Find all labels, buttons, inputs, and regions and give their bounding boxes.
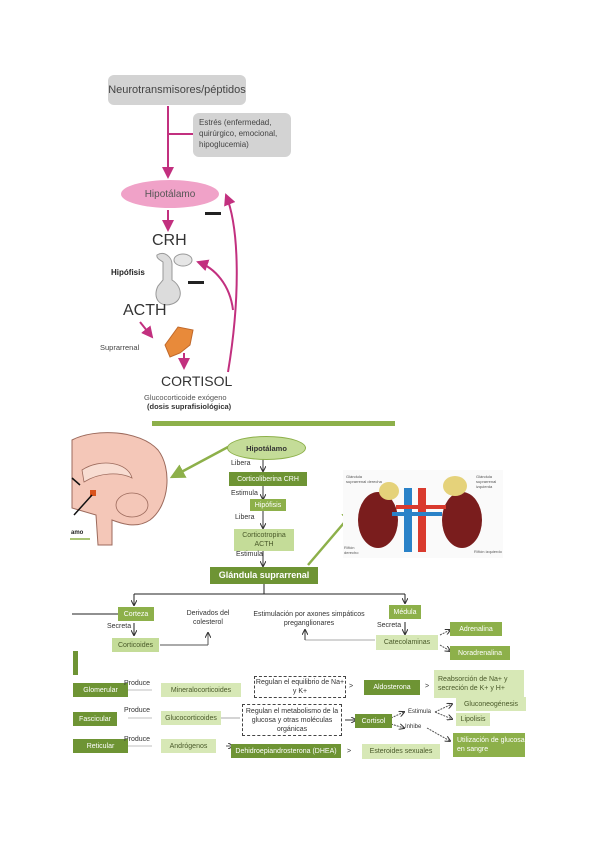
zone-glomerular: Glomerular	[73, 683, 128, 697]
neurotransmitters-box: Neurotransmisores/péptidos	[108, 75, 246, 105]
feedback-arrow-pituitary	[196, 259, 234, 311]
feedback-arrow-hypothalamus	[224, 193, 238, 373]
pituitary-illustration	[155, 252, 193, 306]
cortex-box: Corteza	[118, 607, 154, 621]
crh-label: CRH	[152, 232, 187, 249]
flow-acth-box: Corticotropina ACTH	[234, 529, 294, 551]
brain-label: amo	[71, 530, 84, 536]
inhibit-mark-pituitary	[188, 281, 204, 284]
aldosterone-box: Aldosterona	[364, 680, 420, 695]
flow-estimula-2: Estimula	[236, 551, 263, 558]
catecholamines-box: Catecolaminas	[376, 635, 438, 650]
lipolysis-box: Lipolisis	[456, 713, 490, 726]
supraphysiologic-dose-label: (dosis suprafisiológica)	[147, 402, 232, 411]
estimula-label: Estimula	[408, 709, 432, 715]
adrenal-label: Suprarrenal	[100, 343, 140, 352]
secreta-label-cortex: Secreta	[107, 623, 132, 630]
inhibe-label: Inhibe	[405, 724, 422, 730]
left-adrenal-label: Glándula suprarrenal izquierda	[476, 474, 497, 489]
adrenal-gland-box: Glándula suprarrenal	[210, 567, 318, 584]
glucose-utilization-box: Utilización de glucosa en sangre	[453, 733, 525, 757]
arrow-hypothalamus-to-brain	[169, 445, 229, 479]
divider-bar	[152, 421, 395, 426]
right-kidney-label: Riñón derecho	[344, 545, 359, 555]
flow-estimula-1: Estimula	[231, 490, 258, 497]
hypothalamus-ellipse: Hipotálamo	[121, 180, 219, 208]
inhibit-mark-hypothalamus	[205, 212, 221, 215]
aldosterone-effect-box: Reabsorción de Na+ y secreción de K+ y H…	[434, 670, 524, 698]
noradrenaline-box: Noradrenalina	[450, 646, 510, 660]
cortisol-box: Cortisol	[355, 714, 392, 728]
zone-fascicular: Fascicular	[73, 712, 117, 726]
produce-label-reticular: Produce	[124, 736, 151, 743]
adrenaline-box: Adrenalina	[450, 622, 502, 636]
adrenal-illustration	[164, 326, 194, 358]
kidney-illustration	[343, 470, 503, 558]
sodium-potassium-function-box: Regulan el equilibrio de Na+ y K+	[254, 676, 346, 698]
dhea-box: Dehidroepiandrosterona (DHEA)	[231, 744, 341, 758]
medulla-box: Médula	[389, 605, 421, 619]
glucocorticoids-box: Glucocorticoides	[161, 711, 221, 725]
acth-label: ACTH	[123, 302, 167, 319]
arrow-to-aldo-effect: >	[425, 683, 430, 690]
glucose-metabolism-function-box: Regulan el metabolismo de la glucosa y o…	[242, 704, 342, 736]
arrow-to-sex-steroids: >	[347, 748, 352, 755]
cortisol-label: CORTISOL	[161, 373, 233, 389]
right-adrenal-label: Glándula suprarrenal derecha	[346, 474, 382, 484]
gluconeogenesis-box: Gluconeogénesis	[456, 697, 526, 711]
arrow-to-aldosterone: >	[349, 683, 354, 690]
brain-illustration	[70, 432, 168, 546]
flow-libera-1: Libera	[231, 460, 251, 467]
androgens-box: Andrógenos	[161, 739, 216, 753]
flow-libera-2: Libera	[235, 514, 255, 521]
secreta-label-medulla: Secreta	[377, 622, 402, 629]
pituitary-label: Hipófisis	[111, 268, 145, 277]
flow-hypothalamus: Hipotálamo	[227, 436, 306, 460]
sympathetic-stimulation-label: Estimulación por axones simpáticos prega…	[253, 611, 365, 627]
exogenous-glucocorticoid-label: Glucocorticoide exógeno	[144, 393, 227, 402]
produce-label-glomerular: Produce	[124, 680, 151, 687]
flow-pituitary-box: Hipófisis	[250, 499, 286, 511]
produce-label-fascicular: Produce	[124, 707, 151, 714]
cholesterol-derivatives-label: Derivados del colesterol	[186, 610, 230, 626]
mineralocorticoids-box: Mineralocorticoides	[161, 683, 241, 697]
corticoids-box: Corticoides	[112, 638, 159, 652]
stress-box: Estrés (enfermedad, quirúrgico, emociona…	[193, 113, 291, 157]
sex-steroids-box: Esteroides sexuales	[362, 744, 440, 759]
flow-crh-box: Corticoliberina CRH	[229, 472, 307, 486]
arrow-acth-to-adrenal	[139, 321, 154, 339]
zone-reticular: Reticular	[73, 739, 128, 753]
left-kidney-label: Riñón izquierdo	[474, 549, 502, 554]
